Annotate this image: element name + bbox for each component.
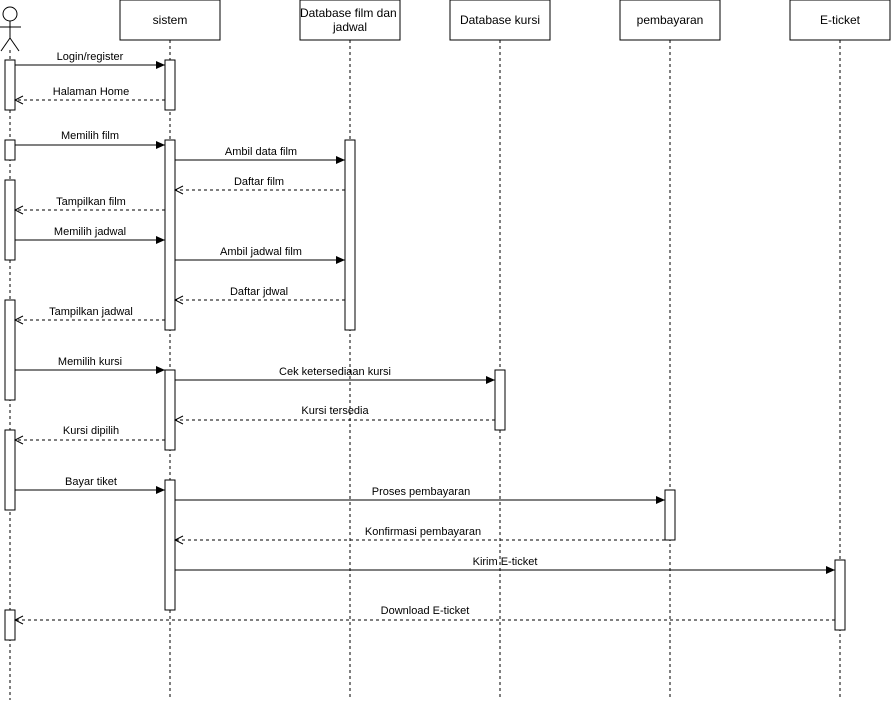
message-arrow: Kirim E-ticket <box>175 556 835 574</box>
message-label: Cek ketersediaan kursi <box>279 366 391 378</box>
participant-label: Database kursi <box>460 13 540 27</box>
participant-bayar: pembayaran <box>619 0 721 41</box>
message-arrow: Login/register <box>15 51 165 69</box>
activation-dbfilm <box>344 139 356 331</box>
message-label: Bayar tiket <box>65 476 117 488</box>
message-arrow: Memilih film <box>15 130 165 149</box>
message-arrow: Proses pembayaran <box>175 486 665 504</box>
activation-user <box>4 609 16 641</box>
message-label: Kursi dipilih <box>63 425 119 437</box>
participant-label: sistem <box>153 13 188 27</box>
message-arrow: Konfirmasi pembayaran <box>175 526 665 540</box>
message-label: Tampilkan film <box>56 196 126 208</box>
activation-user <box>4 139 16 161</box>
message-label: Kursi tersedia <box>301 405 369 417</box>
message-arrow: Bayar tiket <box>15 476 165 494</box>
message-label: Daftar film <box>234 176 284 188</box>
message-arrow: Daftar jdwal <box>175 286 345 300</box>
message-label: Download E-ticket <box>381 605 470 617</box>
message-arrow: Tampilkan film <box>15 196 165 210</box>
participant-sistem: sistem <box>119 0 221 41</box>
message-arrow: Tampilkan jadwal <box>15 306 165 320</box>
participant-dbkursi: Database kursi <box>449 0 551 41</box>
activation-dbkursi <box>494 369 506 431</box>
activation-user <box>4 429 16 511</box>
participant-label: Database film dan jadwal <box>300 6 400 34</box>
message-label: Memilih kursi <box>58 356 122 368</box>
activation-bayar <box>664 489 676 541</box>
participant-label: pembayaran <box>637 13 704 27</box>
participant-label-line2: jadwal <box>332 20 367 34</box>
participant-label-line1: Database film dan <box>300 6 397 20</box>
message-label: Konfirmasi pembayaran <box>365 526 481 538</box>
message-label: Memilih jadwal <box>54 226 126 238</box>
message-arrow: Kursi dipilih <box>15 425 165 440</box>
message-arrow: Daftar film <box>175 176 345 190</box>
message-arrow: Memilih jadwal <box>15 226 165 244</box>
message-arrow: Ambil jadwal film <box>175 246 345 264</box>
message-arrow: Download E-ticket <box>15 605 835 620</box>
message-arrow: Halaman Home <box>15 86 165 100</box>
activation-eticket <box>834 559 846 631</box>
participant-dbfilm: Database film dan jadwal <box>299 0 401 41</box>
message-label: Memilih film <box>61 130 119 142</box>
message-label: Daftar jdwal <box>230 286 288 298</box>
activation-sistem <box>164 369 176 451</box>
activation-sistem <box>164 479 176 611</box>
message-label: Ambil jadwal film <box>220 246 302 258</box>
activation-user <box>4 299 16 401</box>
message-label: Ambil data film <box>225 146 297 158</box>
message-label: Halaman Home <box>53 86 129 98</box>
activation-user <box>4 59 16 111</box>
message-label: Tampilkan jadwal <box>49 306 133 318</box>
message-label: Kirim E-ticket <box>473 556 538 568</box>
activation-sistem <box>164 139 176 331</box>
message-arrow: Memilih kursi <box>15 356 165 374</box>
message-arrow: Kursi tersedia <box>175 405 495 420</box>
activation-sistem <box>164 59 176 111</box>
message-arrow: Ambil data film <box>175 146 345 164</box>
message-label: Login/register <box>57 51 124 63</box>
actor-icon <box>0 6 21 52</box>
participant-label: E-ticket <box>820 13 861 27</box>
participant-eticket: E-ticket <box>789 0 891 41</box>
activation-user <box>4 179 16 261</box>
message-label: Proses pembayaran <box>372 486 470 498</box>
message-arrow: Cek ketersediaan kursi <box>175 366 495 384</box>
